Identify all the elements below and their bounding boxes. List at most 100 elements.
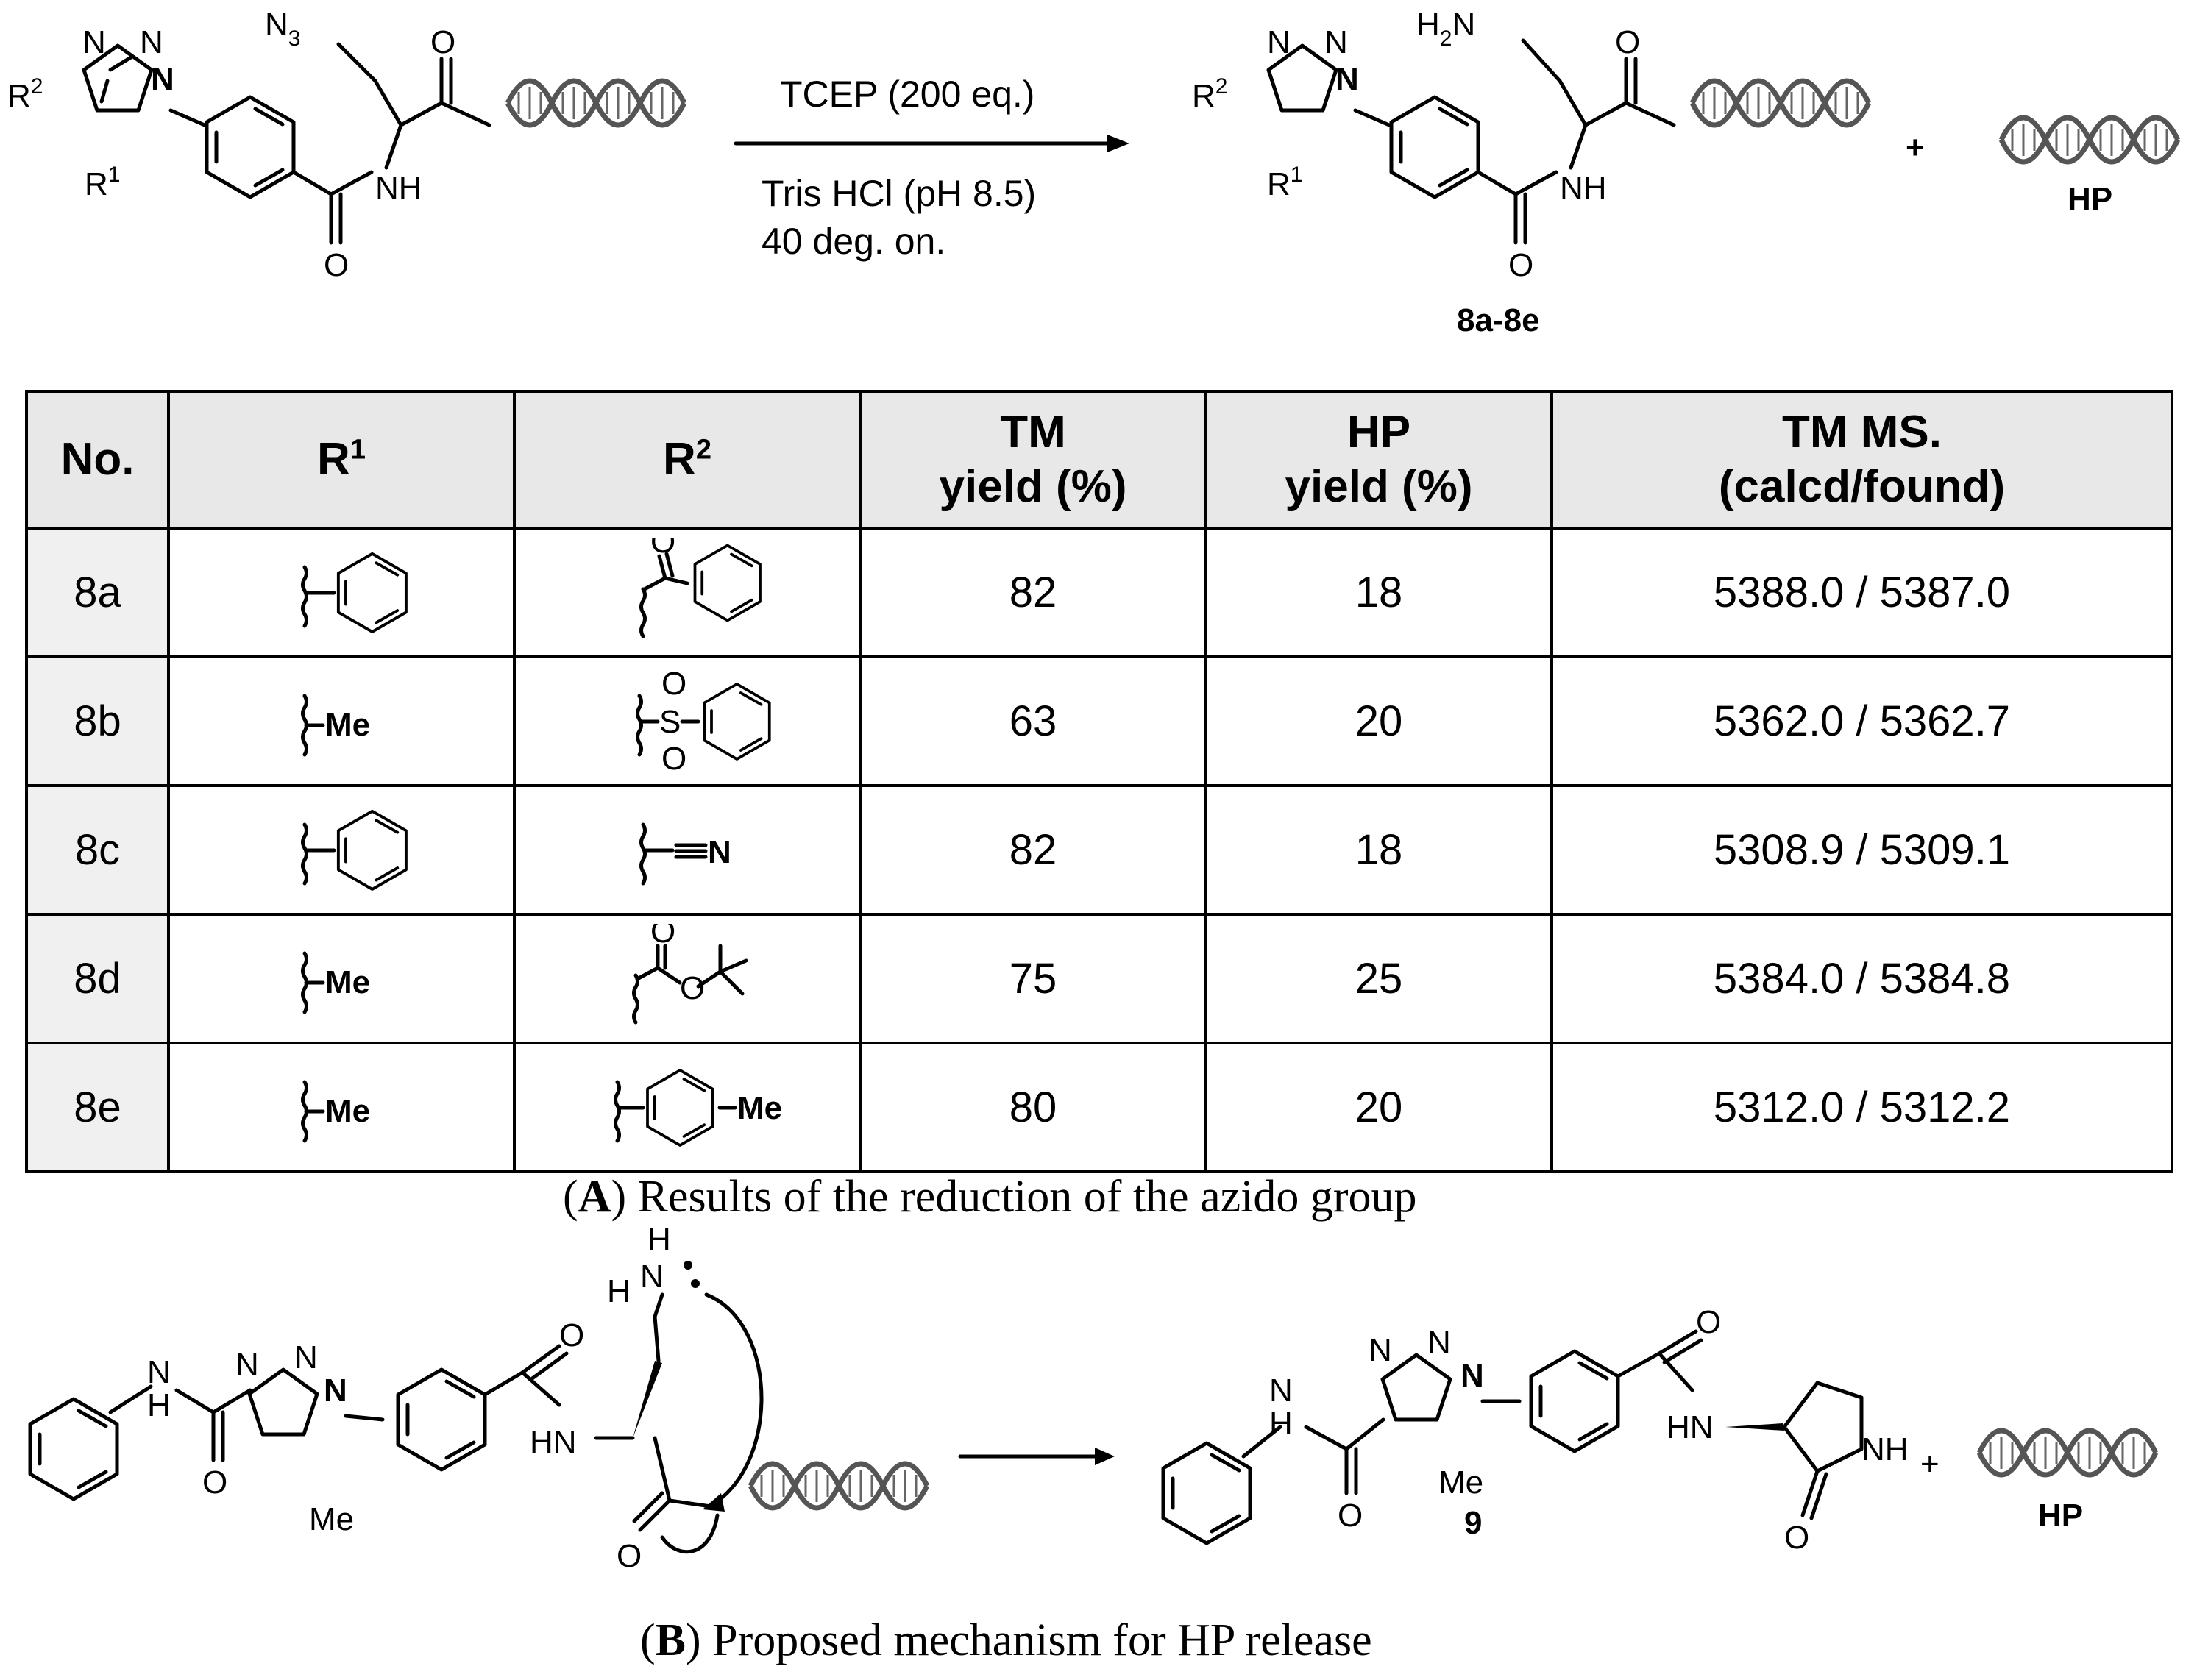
atom-n: N — [1269, 1373, 1293, 1409]
cell-tm-yield: 63 — [859, 655, 1207, 787]
atom-o: O — [661, 741, 686, 777]
cell-r2-benzoyl: O — [513, 527, 862, 658]
atom-n: N — [82, 24, 106, 60]
atom-h: H — [1269, 1406, 1293, 1442]
cell-no: 8b — [25, 655, 170, 787]
header-r2: R2 — [513, 390, 862, 530]
cell-no: 8d — [25, 913, 170, 1044]
methyl-structure: Me — [301, 694, 370, 756]
atom-me: Me — [325, 1093, 370, 1129]
atom-o: O — [559, 1317, 584, 1353]
benzoyl-structure: O — [639, 538, 762, 638]
atom-nh: NH — [1560, 170, 1607, 206]
cell-hp-yield: 20 — [1204, 655, 1553, 787]
atom-hn: HN — [530, 1424, 577, 1460]
tolyl-structure: Me — [614, 1068, 782, 1147]
cell-hp-yield: 18 — [1204, 527, 1553, 658]
atom-hn: HN — [1667, 1409, 1714, 1445]
atom-n: N — [140, 24, 163, 60]
atom-n: N — [324, 1373, 347, 1409]
reagent-buffer: Tris HCl (pH 8.5) — [762, 173, 1036, 214]
cyano-structure: N — [639, 822, 731, 885]
atom-me: Me — [325, 964, 370, 1000]
cell-r2-ester: O O — [513, 913, 862, 1044]
cell-r1-phenyl — [167, 784, 516, 916]
atom-n: N — [294, 1339, 318, 1375]
reaction-arrow — [734, 135, 1129, 152]
atom-me: Me — [737, 1090, 782, 1126]
atom-o: O — [430, 24, 455, 60]
plus-sign: + — [1906, 129, 1925, 165]
amine-label: H2N — [1416, 7, 1475, 51]
product-label: 8a-8e — [1457, 302, 1540, 338]
product-amine: N N N R2 R1 O NH H2N O — [1192, 7, 1869, 283]
hp-label: HP — [2038, 1498, 2083, 1534]
starting-material: N N N R2 R1 O NH N3 O — [7, 7, 684, 283]
header-no: No. — [25, 390, 170, 530]
table-row: 8b Me S O O 63 20 — [25, 655, 2173, 787]
r1-label: R1 — [1267, 163, 1302, 202]
svg-text:S: S — [659, 704, 681, 740]
table-row: 8c N 82 18 5308.9 / — [25, 784, 2173, 916]
r2-label: R2 — [1192, 74, 1227, 114]
reagent-conditions: 40 deg. on. — [762, 221, 945, 262]
cell-r1-methyl: Me — [167, 913, 516, 1044]
atom-o: O — [1508, 247, 1533, 283]
atom-me: Me — [309, 1501, 354, 1537]
atom-n: N — [1427, 1325, 1451, 1361]
cell-r2-sulfonyl: S O O — [513, 655, 862, 787]
atom-n: N — [1369, 1332, 1392, 1368]
atom-o: O — [661, 666, 686, 702]
table-row: 8a O 82 18 — [25, 527, 2173, 658]
cell-tm-yield: 82 — [859, 784, 1207, 916]
atom-h: H — [647, 1222, 671, 1258]
atom-o: O — [1784, 1520, 1809, 1556]
atom-o: O — [1615, 24, 1640, 60]
cell-hp-yield: 25 — [1204, 913, 1553, 1044]
ester-structure: O O — [632, 924, 748, 1024]
caption-a: (A) Results of the reduction of the azid… — [563, 1172, 1417, 1222]
atom-o: O — [650, 538, 675, 560]
mechanism-intermediate: H N O N N N Me O HN H N H O — [30, 1222, 927, 1574]
mechanism-product: H N O N N N Me O HN NH O — [1163, 1304, 1909, 1556]
atom-me: Me — [325, 707, 370, 743]
methyl-structure: Me — [301, 1080, 370, 1142]
atom-h: H — [607, 1273, 631, 1309]
cell-ms: 5362.0 / 5362.7 — [1550, 655, 2173, 787]
phenyl-structure — [301, 809, 408, 891]
r1-label: R1 — [85, 163, 120, 202]
atom-o: O — [1338, 1498, 1363, 1534]
phenyl-structure — [301, 552, 408, 633]
atom-n: N — [235, 1347, 259, 1383]
atom-n: N — [151, 61, 174, 97]
cell-no: 8c — [25, 784, 170, 916]
atom-n: N — [147, 1354, 171, 1390]
atom-n: N — [640, 1259, 664, 1295]
atom-o: O — [617, 1538, 642, 1574]
cell-ms: 5388.0 / 5387.0 — [1550, 527, 2173, 658]
cell-tm-yield: 80 — [859, 1042, 1207, 1173]
cell-r2-tolyl: Me — [513, 1042, 862, 1173]
cell-ms: 5312.0 / 5312.2 — [1550, 1042, 2173, 1173]
cell-r1-phenyl — [167, 527, 516, 658]
azide-label: N3 — [265, 7, 300, 51]
cell-hp-yield: 18 — [1204, 784, 1553, 916]
caption-b: (B) Proposed mechanism for HP release — [640, 1615, 1372, 1665]
atom-h: H — [147, 1387, 171, 1423]
atom-o: O — [324, 247, 349, 283]
sulfonyl-structure: S O O — [636, 666, 771, 777]
cell-ms: 5384.0 / 5384.8 — [1550, 913, 2173, 1044]
atom-nh: NH — [1861, 1431, 1909, 1467]
atom-n: N — [1460, 1358, 1484, 1394]
table-row: 8d Me O O — [25, 913, 2173, 1044]
atom-n: N — [1267, 24, 1291, 60]
reagent-tcep: TCEP (200 eq.) — [780, 74, 1034, 115]
atom-o: O — [1696, 1304, 1721, 1340]
r2-label: R2 — [7, 74, 43, 114]
compound-9-label: 9 — [1464, 1505, 1482, 1541]
